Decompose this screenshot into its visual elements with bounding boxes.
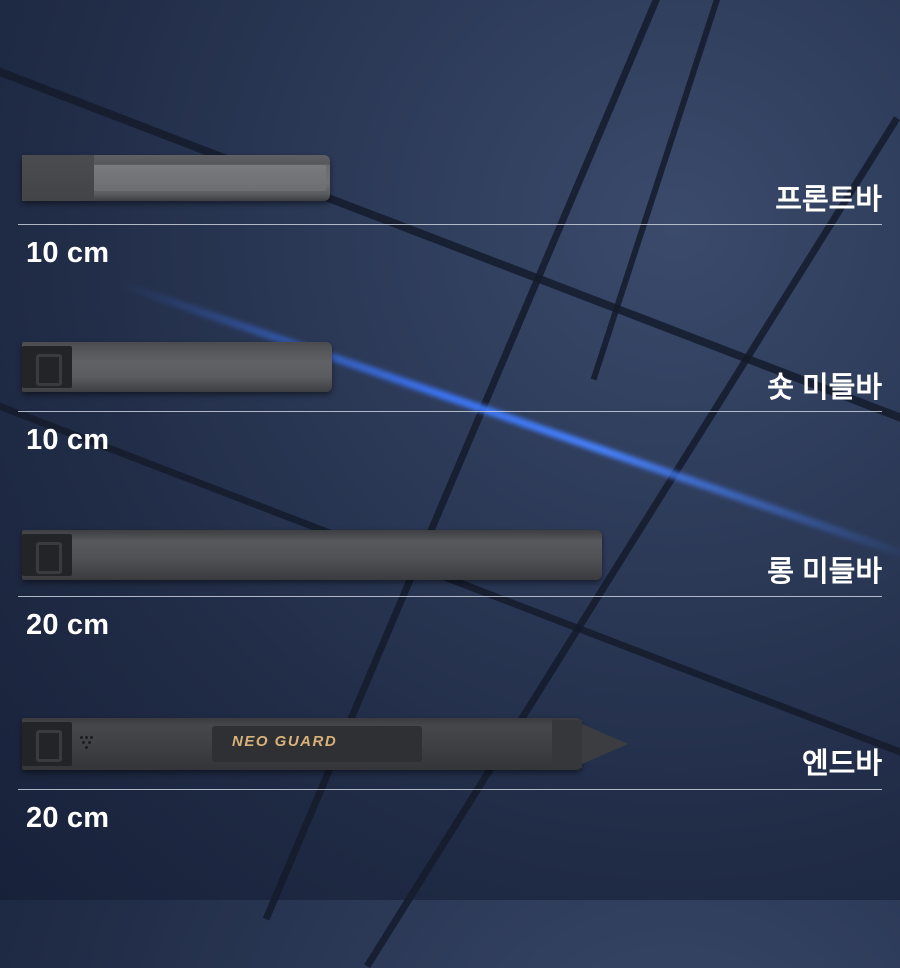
front-bar-face [94, 165, 326, 191]
background-seam [590, 0, 720, 381]
long-middle-bar-image [22, 530, 602, 580]
blue-light-beam [118, 280, 900, 565]
end-tip-body [552, 720, 582, 768]
brand-inset-panel [212, 726, 422, 762]
vent-holes-icon [80, 736, 94, 750]
front-bar-image [22, 155, 330, 201]
bar-clip-connector [22, 534, 72, 576]
product-name: 프론트바 [775, 184, 882, 216]
product-size: 20 cm [26, 609, 110, 641]
background-seam [262, 0, 660, 921]
product-name: 엔드바 [801, 748, 882, 780]
front-bar-endcap [22, 155, 94, 201]
bar-clip-connector [22, 346, 72, 388]
product-name: 숏 미들바 [767, 372, 882, 404]
divider [18, 789, 882, 790]
background-seam [0, 60, 900, 462]
divider [18, 224, 882, 225]
short-middle-bar-image [22, 342, 332, 392]
bar-clip-connector [22, 722, 72, 766]
end-bar-image: NEO GUARD [22, 718, 628, 770]
divider [18, 596, 882, 597]
end-tip-point [582, 724, 628, 764]
product-size: 20 cm [26, 802, 110, 834]
divider [18, 411, 882, 412]
product-size: 10 cm [26, 237, 110, 269]
brand-logo: NEO GUARD [232, 733, 338, 750]
product-name: 롱 미들바 [767, 556, 882, 588]
product-size: 10 cm [26, 424, 110, 456]
